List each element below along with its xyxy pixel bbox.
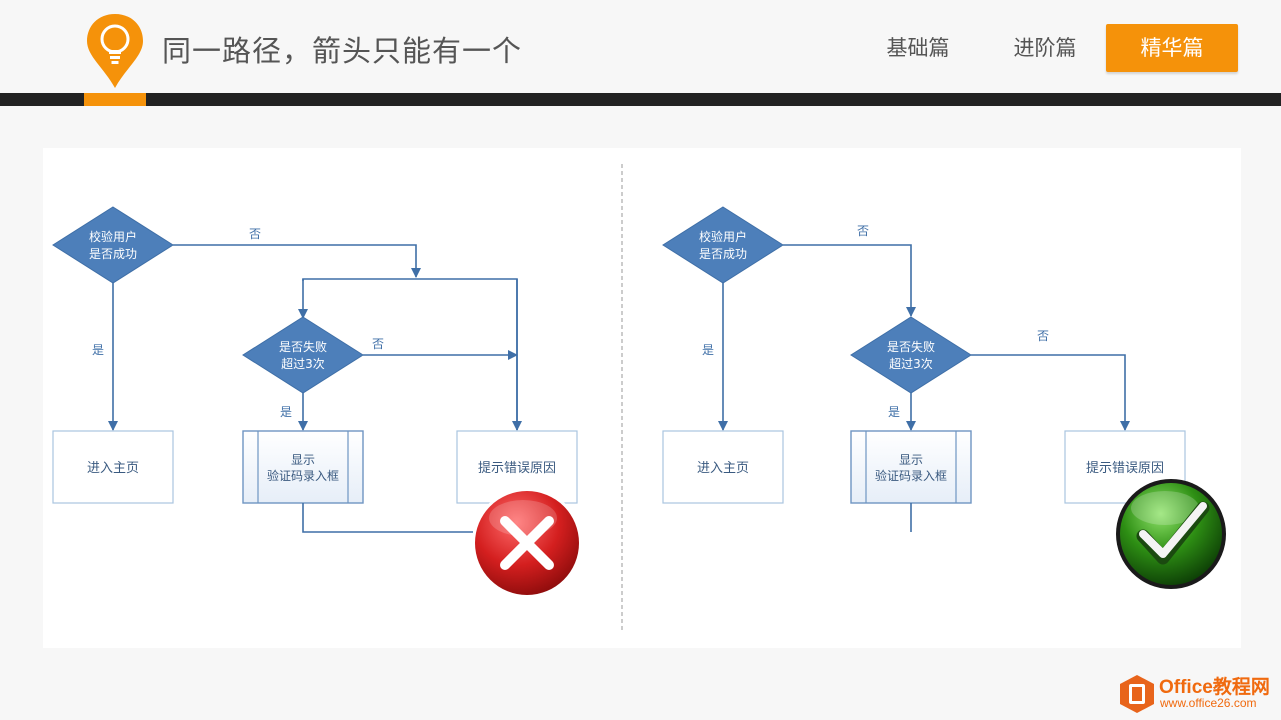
process-box xyxy=(662,430,784,504)
box-text: 进入主页 xyxy=(87,461,139,476)
content-panel: 校验用户 是否成功 否 是 是否失败 超过3次 否 是 进入主页 显示 验证码录… xyxy=(43,148,1241,648)
header-divider xyxy=(0,93,1281,106)
lightbulb-icon xyxy=(87,14,143,88)
decision-text: 超过3次 xyxy=(281,356,325,371)
edge-label: 是 xyxy=(888,405,900,419)
box-text: 提示错误原因 xyxy=(1086,460,1164,476)
decision-node xyxy=(52,206,174,284)
decision-text: 校验用户 xyxy=(89,229,137,244)
watermark: Office教程网 www.office26.com xyxy=(1118,672,1278,716)
box-text: 显示 xyxy=(899,453,923,467)
watermark-brand: Office教程网 xyxy=(1159,677,1270,698)
edge-label: 否 xyxy=(1037,329,1049,343)
tab-advanced[interactable]: 进阶篇 xyxy=(1013,36,1077,60)
edge-label: 否 xyxy=(857,224,869,238)
decision-text: 是否成功 xyxy=(699,247,747,261)
box-text: 验证码录入框 xyxy=(267,468,339,483)
decision-node xyxy=(662,206,784,284)
decision-node xyxy=(242,316,364,394)
decision-text: 超过3次 xyxy=(889,356,933,371)
page-title: 同一路径，箭头只能有一个 xyxy=(162,34,523,68)
decision-text: 是否失败 xyxy=(887,339,935,354)
decision-node xyxy=(850,316,972,394)
edge-label: 是 xyxy=(702,343,714,357)
box-text: 进入主页 xyxy=(697,461,749,476)
diagram-right: 校验用户 是否成功 否 是 是否失败 超过3次 否 是 进入主页 显示 验证码录… xyxy=(662,206,1226,589)
tab-essence[interactable]: 精华篇 xyxy=(1106,24,1238,72)
flowchart-comparison: 校验用户 是否成功 否 是 是否失败 超过3次 否 是 进入主页 显示 验证码录… xyxy=(52,164,1226,632)
header-bar: 同一路径，箭头只能有一个 基础篇 进阶篇 精华篇 xyxy=(0,0,1281,93)
box-text: 验证码录入框 xyxy=(875,468,947,483)
return-line xyxy=(302,503,473,533)
decision-text: 校验用户 xyxy=(699,229,747,244)
process-box xyxy=(52,430,174,504)
box-text: 显示 xyxy=(291,453,315,467)
subprocess-box xyxy=(242,430,364,504)
arrow-no-2 xyxy=(971,354,1130,431)
edge-label: 否 xyxy=(249,227,261,241)
decision-text: 是否成功 xyxy=(89,247,137,261)
diagram-wrong: 校验用户 是否成功 否 是 是否失败 超过3次 否 是 进入主页 显示 验证码录… xyxy=(52,206,582,598)
arrow-no xyxy=(783,244,916,317)
watermark-url: www.office26.com xyxy=(1160,696,1257,710)
box-text: 提示错误原因 xyxy=(478,460,556,476)
decision-text: 是否失败 xyxy=(279,339,327,354)
edge-label: 是 xyxy=(92,343,104,357)
check-icon xyxy=(1116,479,1226,589)
arrow-no xyxy=(173,244,421,278)
edge-label: 是 xyxy=(280,405,292,419)
edge-label: 否 xyxy=(372,337,384,351)
tab-basic[interactable]: 基础篇 xyxy=(886,36,950,60)
office-logo-icon xyxy=(1120,675,1154,713)
header-accent xyxy=(84,93,146,106)
cross-icon xyxy=(472,488,582,598)
subprocess-box xyxy=(850,430,972,504)
